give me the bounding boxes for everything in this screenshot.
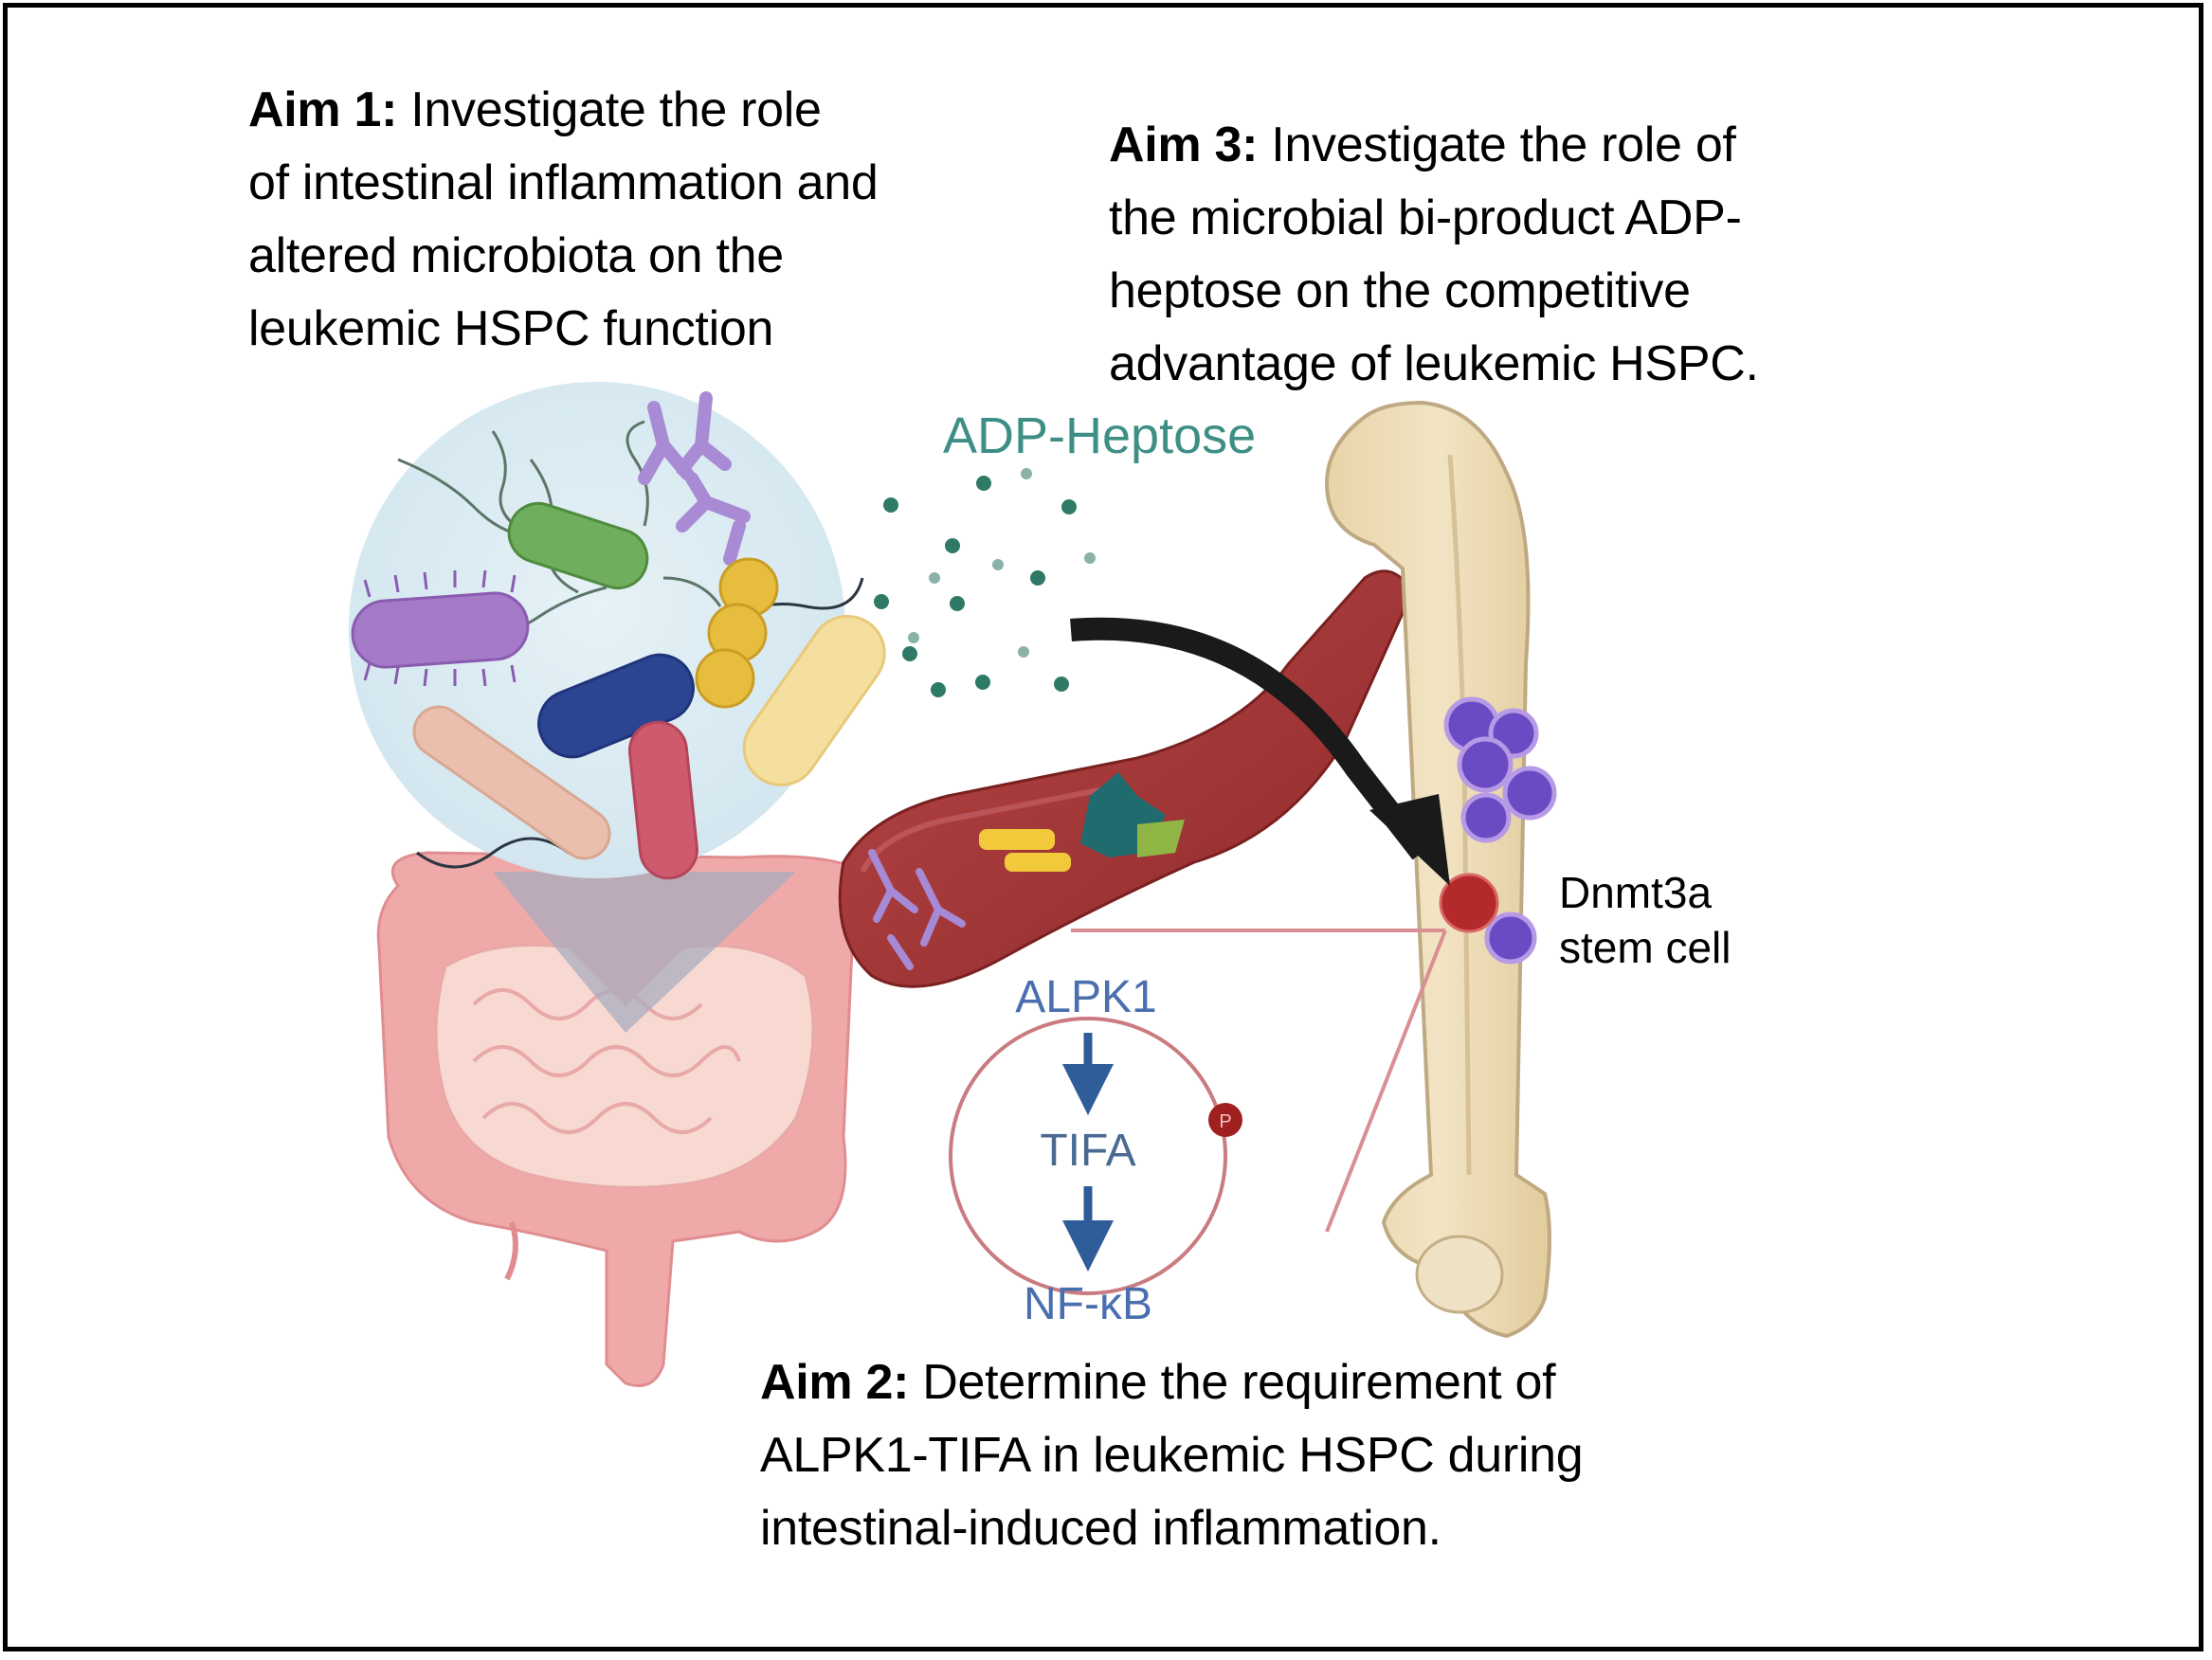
aim-3-label: Aim 3: xyxy=(1109,117,1272,172)
stem-cell-label-line-2: stem cell xyxy=(1559,923,1732,972)
aim-3-line-1: Investigate the role of xyxy=(1271,117,1736,172)
bacterium-green xyxy=(507,501,649,590)
bacterium-light-yellow xyxy=(742,614,886,786)
bacterium-red xyxy=(627,720,698,880)
aim-3-line-3: heptose on the competitive xyxy=(1109,263,1691,318)
pathway-alpk1: ALPK1 xyxy=(1015,972,1156,1022)
pathway-tifa: TIFA xyxy=(1040,1126,1135,1176)
intestines xyxy=(376,851,874,1387)
aim-3-line-4: advantage of leukemic HSPC. xyxy=(1109,336,1759,391)
aim-1-line-4: leukemic HSPC function xyxy=(248,301,774,356)
phospho-badge-label: P xyxy=(1219,1111,1231,1132)
phospho-badge-icon xyxy=(1208,1103,1242,1137)
migration-arrow xyxy=(1070,617,1450,886)
aim-3-text: Aim 3: Investigate the role of the micro… xyxy=(1109,109,1924,401)
bacterium-yellow-chain xyxy=(695,557,779,709)
adp-heptose-label: ADP-Heptose xyxy=(943,407,1256,464)
hspc-cluster xyxy=(1443,696,1557,965)
aim-1-line-1: Investigate the role xyxy=(410,82,822,137)
aim-1-text: Aim 1: Investigate the role of intestina… xyxy=(248,74,1044,366)
dnmt3a-stem-cell xyxy=(1439,873,1499,933)
bacterium-purple xyxy=(351,591,530,669)
aim-2-text: Aim 2: Determine the requirement of ALPK… xyxy=(760,1346,1822,1565)
bacterium-peach xyxy=(412,705,611,860)
bacterium-blue xyxy=(537,653,695,759)
aim-1-line-3: altered microbiota on the xyxy=(248,228,784,283)
aim-3-line-2: the microbial bi-product ADP- xyxy=(1109,190,1742,245)
aim-1-label: Aim 1: xyxy=(248,82,411,137)
aim-1-line-2: of intestinal inflammation and xyxy=(248,155,879,210)
signaling-callout: ALPK1 TIFA P NF-κB xyxy=(949,929,1447,1329)
aim-2-line-3: intestinal-induced inflammation. xyxy=(760,1501,1441,1556)
gut-microbiota-bubble xyxy=(349,382,886,880)
stem-cell-label: Dnmt3a stem cell xyxy=(1559,865,1731,975)
stem-cell-label-line-1: Dnmt3a xyxy=(1559,868,1713,917)
aim-2-line-1: Determine the requirement of xyxy=(922,1355,1556,1410)
aim-2-line-2: ALPK1-TIFA in leukemic HSPC during xyxy=(760,1428,1584,1483)
pathway-nfkb: NF-κB xyxy=(1024,1279,1152,1329)
aim-2-label: Aim 2: xyxy=(760,1355,923,1410)
blood-vessel xyxy=(838,569,1414,988)
gut-funnel xyxy=(493,872,796,1033)
adp-heptose-particles: ADP-Heptose xyxy=(874,407,1256,697)
